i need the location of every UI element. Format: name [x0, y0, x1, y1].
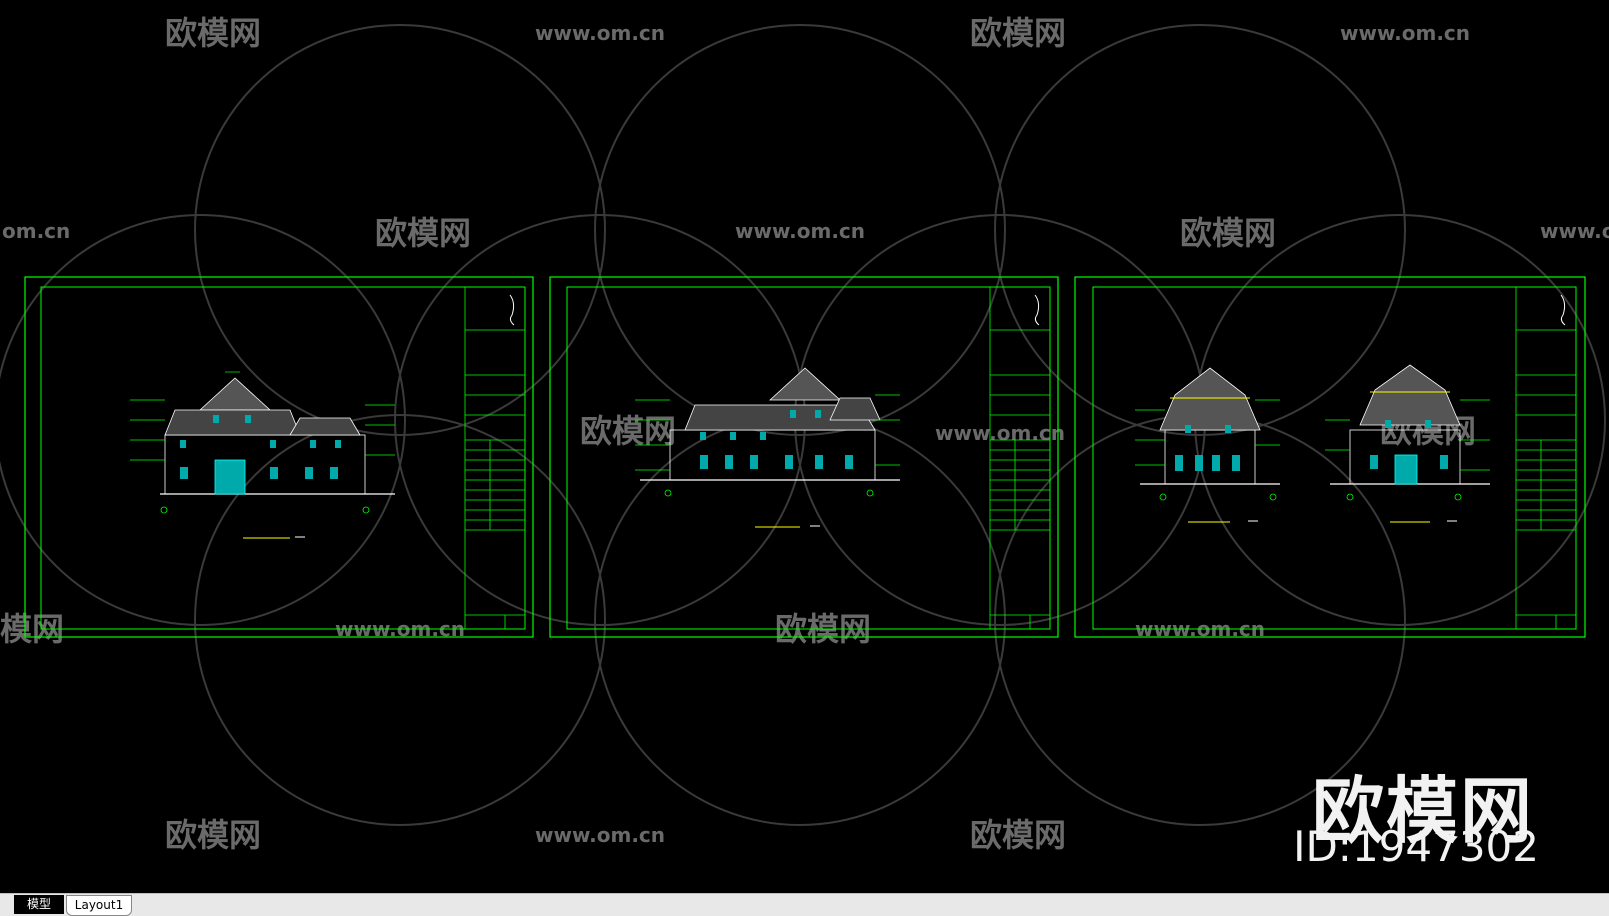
sheet-2[interactable]: [549, 276, 1059, 638]
title-block: [989, 287, 1050, 629]
watermark-brand: 欧模网: [580, 412, 676, 450]
watermark-site: www.om.cn: [1340, 21, 1470, 45]
tab-model[interactable]: 模型: [14, 895, 64, 914]
logo-sketch: [1560, 294, 1566, 326]
title-block: [1515, 287, 1576, 629]
watermark-site: www.om.cn: [535, 823, 665, 847]
watermark-site: www.om.cn: [935, 421, 1065, 445]
watermark-site: www.om.cn: [735, 219, 865, 243]
watermark-brand: 欧模网: [165, 816, 261, 854]
watermark-site-partial: om.cn: [2, 219, 70, 243]
corner-id-watermark: ID:1947302: [1293, 822, 1539, 871]
watermark-brand: 欧模网: [165, 14, 261, 52]
elevation-drawing-2: [635, 367, 900, 528]
layout-tab-bar: 模型 Layout1: [0, 893, 1609, 916]
logo-sketch: [509, 294, 515, 326]
elevation-drawing-3b: [1325, 364, 1490, 523]
watermark-brand: 欧模网: [1180, 214, 1276, 252]
watermark-site: www.om.cn: [1540, 219, 1609, 243]
cad-drawing[interactable]: 欧模网 www.om.cn 欧模网 www.om.cn om.cn 欧模网 ww…: [0, 0, 1609, 893]
logo-sketch: [1034, 294, 1040, 326]
elevation-drawing-1: [130, 371, 395, 539]
watermark-texts: 欧模网 www.om.cn 欧模网 www.om.cn om.cn 欧模网 ww…: [0, 14, 1609, 854]
tab-layout1[interactable]: Layout1: [66, 895, 132, 916]
watermark-brand: 欧模网: [970, 14, 1066, 52]
elevation-drawing-3a: [1135, 367, 1280, 523]
title-block: [464, 287, 525, 629]
watermark-site: www.om.cn: [535, 21, 665, 45]
sheet-1[interactable]: [24, 276, 534, 638]
watermark-brand: 欧模网: [375, 214, 471, 252]
watermark-brand: 欧模网: [970, 816, 1066, 854]
model-space-canvas[interactable]: 欧模网 www.om.cn 欧模网 www.om.cn om.cn 欧模网 ww…: [0, 0, 1609, 893]
sheet-3[interactable]: [1074, 276, 1586, 638]
corner-brand-watermark: 欧模网: [1311, 769, 1534, 853]
